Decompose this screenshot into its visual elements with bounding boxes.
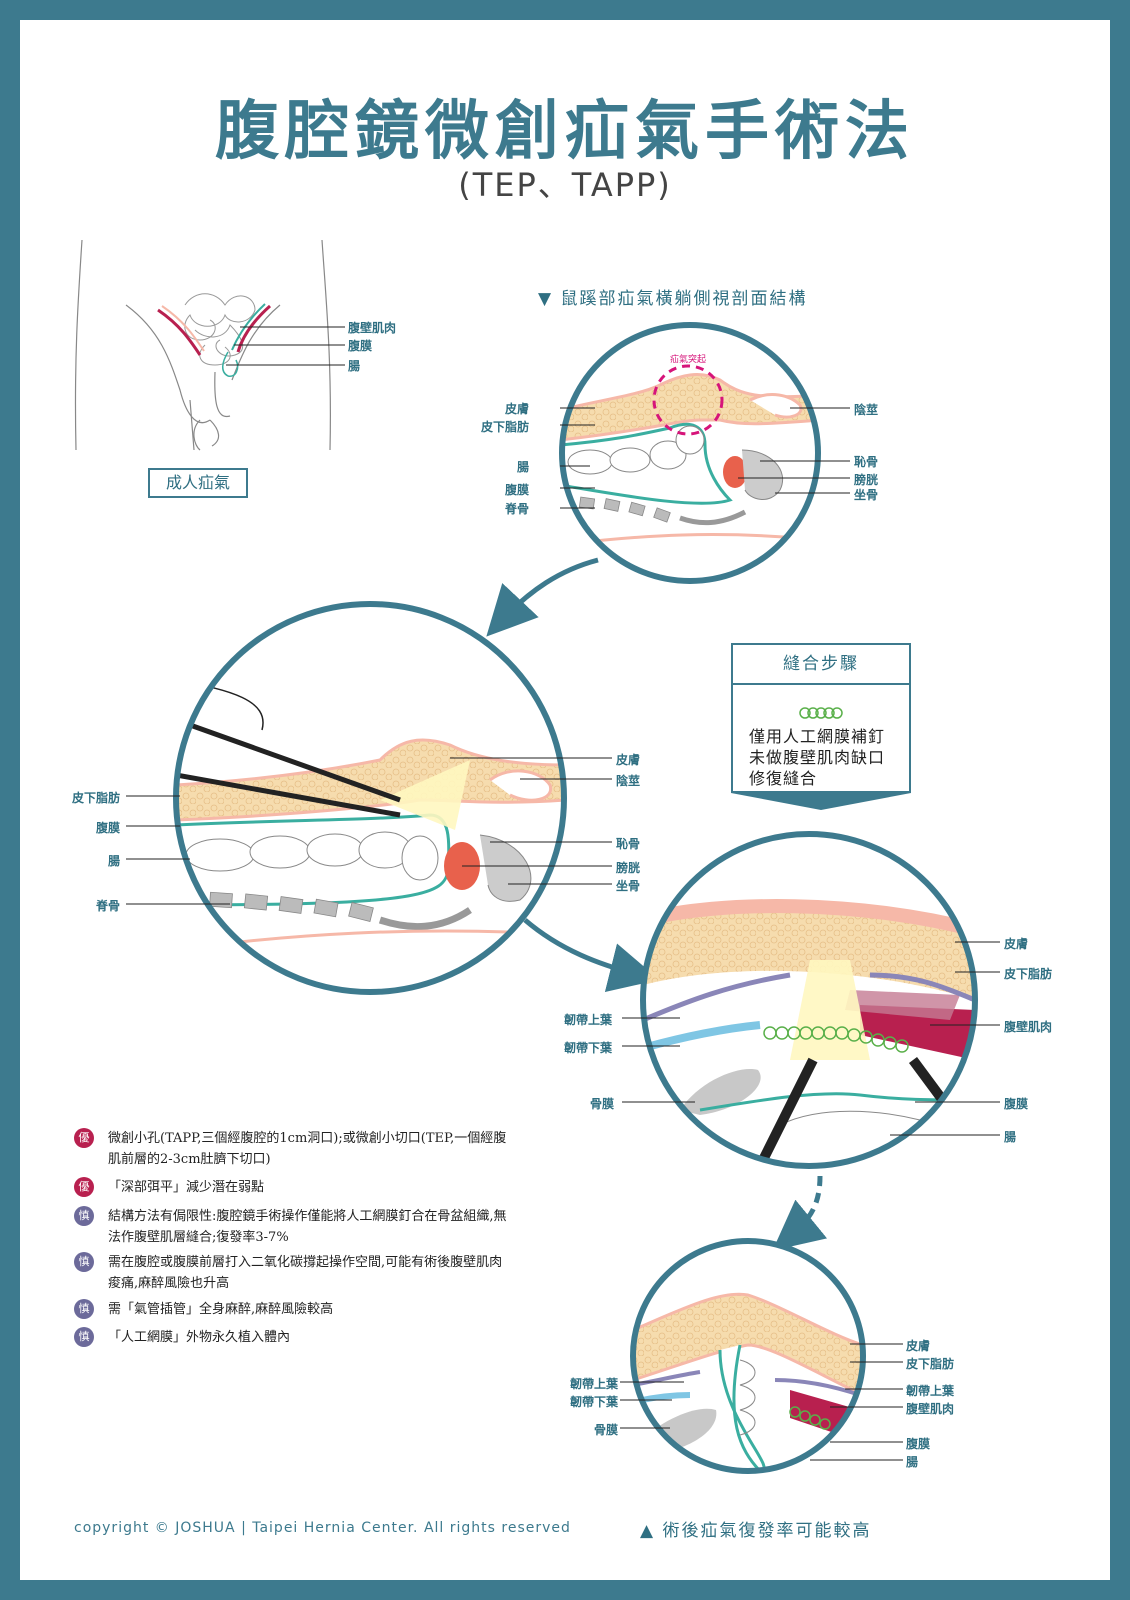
fv-label-peritoneum: 腹膜 — [906, 1437, 931, 1451]
note-item: 優 「深部弭平」減少潛在弱點 — [74, 1177, 494, 1201]
mesh-view-frame — [640, 831, 978, 1169]
hernia-bulge-label: 疝氣突起 — [670, 355, 707, 365]
fv-label-periosteum: 骨膜 — [594, 1423, 619, 1437]
note-badge: 慎 — [74, 1327, 94, 1347]
fv-label-muscle: 腹壁肌肉 — [906, 1402, 955, 1416]
cross-section-drawing — [562, 325, 818, 581]
mesh-view-label-lines — [622, 941, 1000, 1136]
cs-label-spine: 脊骨 — [505, 502, 530, 516]
note-text: 需在腹腔或腹膜前層打入二氧化碳撐起操作空間,可能有術後腹壁肌肉痠痛,麻醉風險也升… — [108, 1255, 503, 1291]
surgery-view-drawing — [176, 604, 564, 992]
suture-steps-title: 縫合步驟 — [733, 645, 909, 685]
sv-label-pubis: 恥骨 — [616, 837, 641, 851]
page-subtitle: (TEP、TAPP) — [458, 166, 672, 204]
fv-label-skin: 皮膚 — [906, 1339, 931, 1353]
fv-label-lig-lower: 韌帶下葉 — [570, 1395, 619, 1409]
note-item: 慎 需在腹腔或腹膜前層打入二氧化碳撐起操作空間,可能有術後腹壁肌肉痠痛,麻醉風險… — [74, 1252, 502, 1296]
note-item: 優 微創小孔(TAPP,三個經腹腔的1cm洞口);或微創小切口(TEP,一個經腹… — [74, 1128, 506, 1172]
cross-section-heading: ▼ 鼠蹊部疝氣橫躺側視剖面結構 — [538, 289, 808, 309]
note-text: 微創小孔(TAPP,三個經腹腔的1cm洞口);或微創小切口(TEP,一個經腹肌前… — [108, 1131, 507, 1167]
sv-label-peritoneum: 腹膜 — [96, 821, 121, 835]
cs-label-peritoneum: 腹膜 — [505, 483, 530, 497]
mv-label-lig-upper: 韌帶上葉 — [564, 1013, 613, 1027]
note-item: 慎 「人工網膜」外物永久植入體內 — [74, 1327, 494, 1351]
final-view-frame — [630, 1238, 866, 1474]
note-badge: 優 — [74, 1177, 94, 1197]
arrow-1 — [486, 557, 599, 637]
adult-label-muscle: 腹壁肌肉 — [348, 321, 397, 335]
sv-label-intestine: 腸 — [108, 854, 121, 868]
note-text: 結構方法有侷限性:腹腔鏡手術操作僅能將人工網膜釘合在骨盆組織,無法作腹壁肌層縫合… — [108, 1209, 507, 1245]
recurrence-note: ▲ 術後疝氣復發率可能較高 — [640, 1521, 872, 1541]
surgery-view-label-lines — [126, 757, 612, 905]
note-badge: 慎 — [74, 1299, 94, 1319]
note-text: 「深部弭平」減少潛在弱點 — [108, 1180, 265, 1195]
adult-hernia-caption: 成人疝氣 — [148, 468, 248, 498]
adult-body-figure — [74, 239, 331, 451]
sv-label-fat: 皮下脂肪 — [72, 791, 121, 805]
cs-label-ischium: 坐骨 — [854, 488, 879, 502]
surgery-view-frame — [173, 601, 567, 995]
suture-steps-box: 縫合步驟 僅用人工網膜補釘 未做腹壁肌肉缺口 修復縫合 — [731, 643, 911, 793]
arrow-2 — [523, 918, 660, 992]
cs-label-skin: 皮膚 — [505, 402, 530, 416]
fv-label-fat: 皮下脂肪 — [906, 1357, 955, 1371]
final-view-label-lines — [620, 1343, 903, 1461]
mv-label-peritoneum: 腹膜 — [1004, 1097, 1029, 1111]
cs-label-bladder: 膀胱 — [854, 473, 879, 487]
fv-label-lig-upper-right: 韌帶上葉 — [906, 1384, 955, 1398]
mv-label-periosteum: 骨膜 — [590, 1097, 615, 1111]
note-badge: 慎 — [74, 1252, 94, 1272]
adult-label-lines — [226, 326, 345, 366]
note-text: 「人工網膜」外物永久植入體內 — [108, 1330, 291, 1345]
fv-label-lig-upper: 韌帶上葉 — [570, 1377, 619, 1391]
sv-label-ischium: 坐骨 — [616, 879, 641, 893]
adult-label-intestine: 腸 — [348, 359, 361, 373]
sv-label-skin: 皮膚 — [616, 753, 641, 767]
copyright: copyright © JOSHUA | Taipei Hernia Cente… — [74, 1520, 571, 1536]
adult-label-peritoneum: 腹膜 — [348, 339, 373, 353]
note-item: 慎 需「氣管插管」全身麻醉,麻醉風險較高 — [74, 1299, 494, 1323]
page-title: 腹腔鏡微創疝氣手術法 — [215, 94, 915, 169]
note-badge: 慎 — [74, 1206, 94, 1226]
mv-label-skin: 皮膚 — [1004, 937, 1029, 951]
fv-label-intestine: 腸 — [906, 1455, 919, 1469]
cross-section-label-lines — [560, 407, 850, 509]
adult-intestine — [184, 293, 256, 366]
suture-line-1: 僅用人工網膜補釘 — [749, 727, 886, 746]
arrow-3 — [772, 1175, 828, 1251]
suture-line-3: 修復縫合 — [749, 769, 818, 788]
suture-line-2: 未做腹壁肌肉缺口 — [749, 748, 886, 767]
mv-label-lig-lower: 韌帶下葉 — [564, 1041, 613, 1055]
cross-section-frame — [559, 322, 821, 584]
note-item: 慎 結構方法有侷限性:腹腔鏡手術操作僅能將人工網膜釘合在骨盆組織,無法作腹壁肌層… — [74, 1206, 507, 1250]
cs-label-penis: 陰莖 — [854, 403, 879, 417]
cs-label-pubis: 恥骨 — [854, 455, 879, 469]
sv-label-bladder: 膀胱 — [616, 861, 641, 875]
mesh-icon — [799, 707, 843, 719]
mv-label-intestine: 腸 — [1004, 1130, 1017, 1144]
mv-label-muscle: 腹壁肌肉 — [1004, 1020, 1053, 1034]
note-badge: 優 — [74, 1128, 94, 1148]
mesh-view-drawing — [643, 834, 975, 1166]
cs-label-intestine: 腸 — [517, 460, 530, 474]
final-view-drawing — [633, 1241, 863, 1471]
sv-label-penis: 陰莖 — [616, 774, 641, 788]
cs-label-fat: 皮下脂肪 — [481, 420, 530, 434]
mv-label-fat: 皮下脂肪 — [1004, 967, 1053, 981]
suture-box-pointer — [731, 793, 911, 810]
note-text: 需「氣管插管」全身麻醉,麻醉風險較高 — [108, 1302, 334, 1317]
sv-label-spine: 脊骨 — [96, 899, 121, 913]
